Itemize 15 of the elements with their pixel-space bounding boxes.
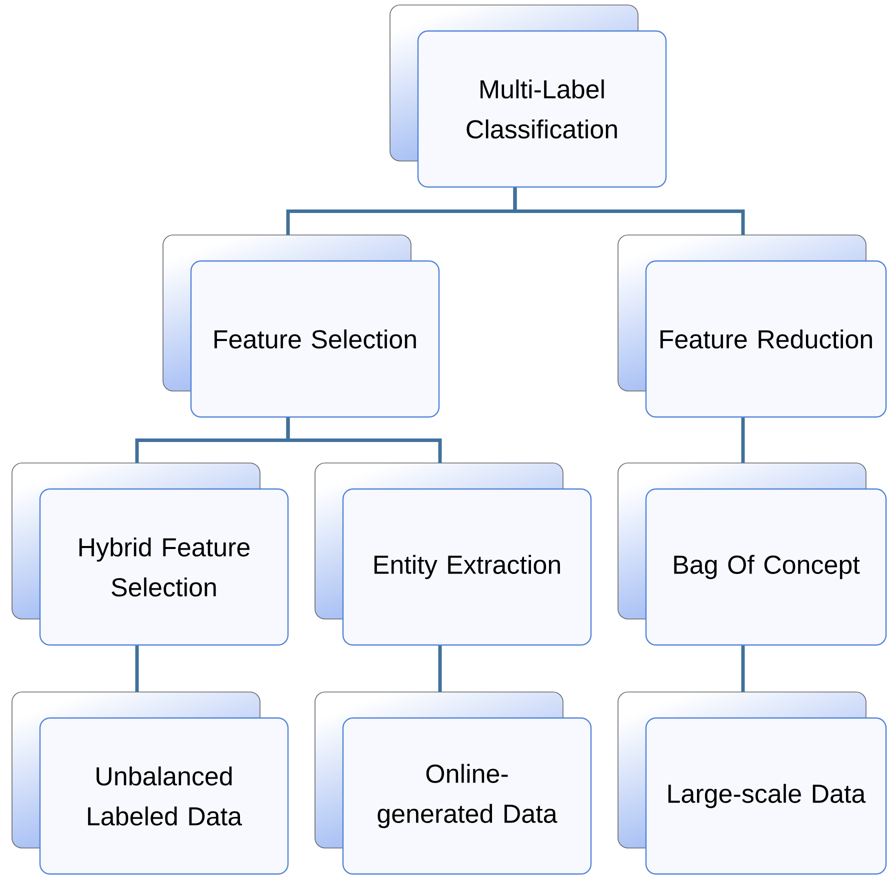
card-box: Hybrid Feature Selection [12,462,289,646]
connector-line [286,418,442,463]
card-box: Bag Of Concept [618,462,887,646]
connector-line [135,646,139,692]
connector-line [741,646,745,692]
card-box: Feature Reduction [618,234,887,418]
card-box: Feature Selection [162,234,440,418]
card-box: Entity Extraction [314,462,592,646]
connector-line [741,418,745,463]
connector-line [513,188,745,235]
card-box: Multi-Label Classification [390,4,667,188]
card-box: Large-scale Data [618,692,887,875]
card-box: Online-generated Data [314,692,592,875]
connector-line [438,646,442,692]
card-box: Unbalanced Labeled Data [12,692,289,875]
